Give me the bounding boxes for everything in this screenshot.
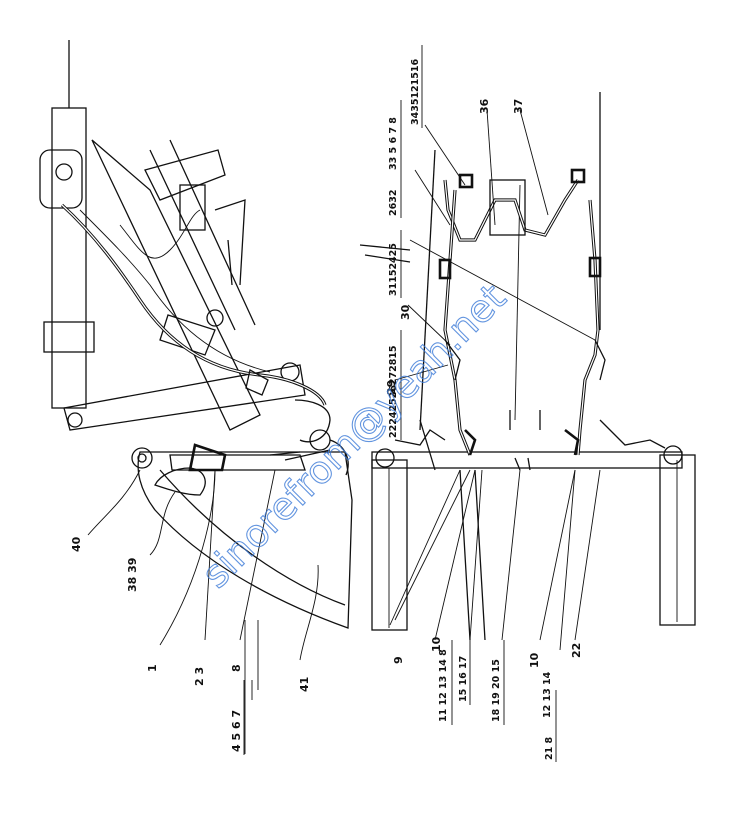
leader-lines	[87, 109, 601, 755]
bucket-link	[154, 467, 206, 496]
top-link-block	[39, 149, 83, 209]
bucket-pin	[131, 447, 153, 469]
right-part-labels: 9 10 11 12 13 14 8 15 16 17 18 19 20 15 …	[385, 59, 583, 760]
label-22: 22	[570, 643, 583, 658]
label-18-20-15: 18 19 20 15	[491, 659, 502, 722]
label-8: 8	[230, 664, 243, 672]
bucket-hose-tail	[329, 439, 349, 476]
left-joint	[375, 448, 395, 468]
bucket-cylinder	[169, 454, 306, 471]
label-2-3: 2 3	[193, 667, 206, 686]
watermark-text: sinorefrom@yeah.net	[193, 275, 514, 596]
label-12-14: 12 13 14	[542, 671, 553, 718]
bucket-valve	[188, 443, 227, 472]
lower-rods	[459, 469, 486, 641]
boom-head	[144, 149, 226, 201]
label-3435121516: 3435121516	[410, 59, 421, 125]
left-part-labels: 40 38 39 1 2 3 8 4 5 6 7 41	[70, 536, 311, 752]
boom-hose-b	[79, 209, 271, 373]
label-brackets	[244, 45, 557, 762]
hose-fitting	[245, 369, 269, 396]
right-joint	[663, 445, 683, 465]
upper-pipe-loop	[443, 179, 580, 242]
boom-hose-a	[60, 203, 327, 406]
label-11-14-8: 11 12 13 14 8	[438, 649, 449, 722]
label-40: 40	[70, 536, 83, 552]
label-29: 29	[385, 380, 398, 395]
label-15-17: 15 16 17	[458, 656, 469, 702]
left-leg	[371, 459, 408, 631]
arm-pin-left	[67, 412, 83, 428]
label-31152425: 31152425	[388, 243, 399, 296]
top-fitting-left	[458, 173, 474, 189]
boom-hose-c	[119, 209, 201, 259]
frame-piping-assembly	[359, 92, 696, 641]
label-10-right: 10	[528, 652, 541, 668]
boom-diagonal	[91, 139, 261, 431]
label-2632: 2632	[388, 190, 399, 216]
boom-arm-bucket-assembly	[39, 40, 353, 629]
label-2224-2815: 22242526272815	[388, 345, 399, 438]
label-36: 36	[478, 98, 491, 114]
label-38-39: 38 39	[126, 558, 139, 592]
top-pin	[55, 163, 73, 181]
center-line	[514, 184, 521, 421]
cross-beam	[371, 451, 683, 469]
pipe-31	[359, 244, 411, 263]
bucket-body	[137, 451, 353, 629]
label-10-left: 10	[430, 636, 443, 652]
bucket-inner-line	[159, 469, 346, 606]
center-tank	[489, 179, 526, 236]
left-clamp	[438, 258, 452, 280]
valve-block	[179, 184, 206, 231]
right-leg	[659, 454, 696, 626]
label-37: 37	[512, 99, 525, 114]
boom-pin	[206, 309, 224, 327]
cylinder-head	[43, 321, 95, 353]
top-fitting-right	[570, 168, 586, 184]
label-30: 30	[399, 304, 412, 320]
boom-upper	[149, 139, 256, 331]
arm-cylinder	[51, 107, 87, 409]
label-1: 1	[146, 664, 159, 672]
label-33-5-6-7-8: 33 5 6 7 8	[388, 117, 399, 170]
label-9: 9	[392, 656, 405, 664]
label-41: 41	[298, 677, 311, 692]
bracket-rods	[214, 199, 246, 286]
right-clamp	[588, 256, 602, 278]
boom-plate	[159, 314, 216, 356]
label-21-8: 21 8	[544, 736, 555, 760]
label-4-5-6-7: 4 5 6 7	[230, 710, 243, 752]
